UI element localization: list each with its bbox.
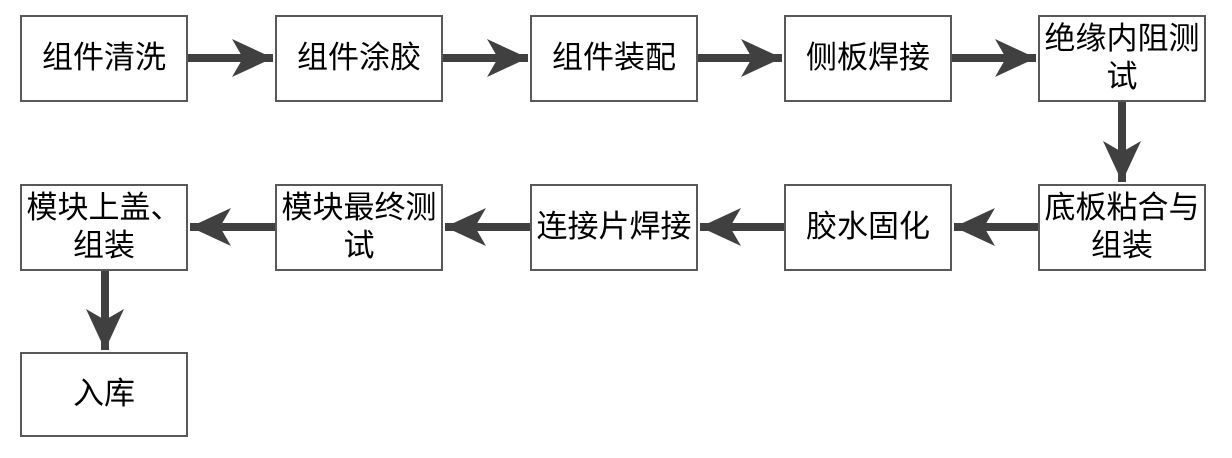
flow-node-component-cleaning: 组件清洗 [20,15,188,102]
flow-node-component-gluing: 组件涂胶 [275,15,443,102]
flow-node-baseplate-bonding-assembly: 底板粘合与组装 [1038,184,1206,271]
flow-node-connector-tab-welding: 连接片焊接 [530,184,698,271]
flow-node-component-assembly: 组件装配 [530,15,698,102]
flow-node-side-plate-welding: 侧板焊接 [784,15,952,102]
flow-node-module-final-test: 模块最终测试 [275,184,443,271]
flow-node-glue-curing: 胶水固化 [784,184,952,271]
flow-node-insulation-resistance-test: 绝缘内阻测试 [1038,15,1206,102]
flow-node-warehousing: 入库 [20,352,188,437]
flow-node-module-top-cover-assembly: 模块上盖、组装 [20,184,188,271]
